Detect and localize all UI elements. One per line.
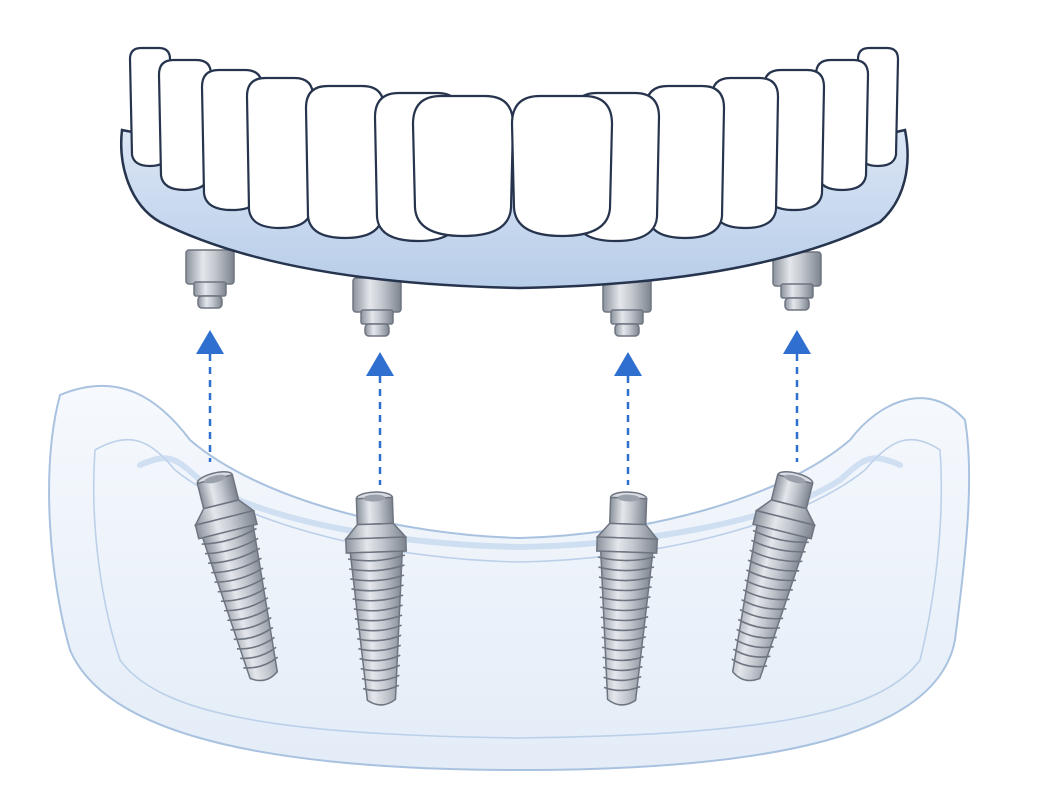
lower-jaw-bone-icon (48, 384, 971, 772)
abutment-connector (185, 249, 235, 309)
dental-implant-screw-icon (731, 471, 816, 682)
dental-implant-screw-icon (344, 491, 408, 706)
tooth (762, 68, 826, 212)
implant-group (194, 471, 816, 706)
teeth-group (128, 46, 900, 243)
abutment-connector (772, 251, 822, 311)
abutment-connector (602, 277, 652, 337)
dashed-up-arrow-icon (366, 352, 394, 485)
tooth (814, 58, 870, 192)
dental-implant-screw-icon (595, 491, 659, 706)
abutment-group (185, 249, 822, 337)
dashed-up-arrow-icon (783, 330, 811, 462)
arrow-group (196, 330, 811, 485)
tooth (411, 94, 515, 238)
tooth (304, 84, 386, 240)
tooth (510, 94, 614, 238)
dental-implant-screw-icon (194, 471, 279, 682)
full-arch-denture-icon (120, 46, 909, 337)
abutment-connector (352, 277, 402, 337)
dashed-up-arrow-icon (614, 352, 642, 485)
dashed-up-arrow-icon (196, 330, 224, 462)
tooth (710, 76, 780, 230)
tooth (245, 76, 315, 230)
tooth (644, 84, 726, 240)
